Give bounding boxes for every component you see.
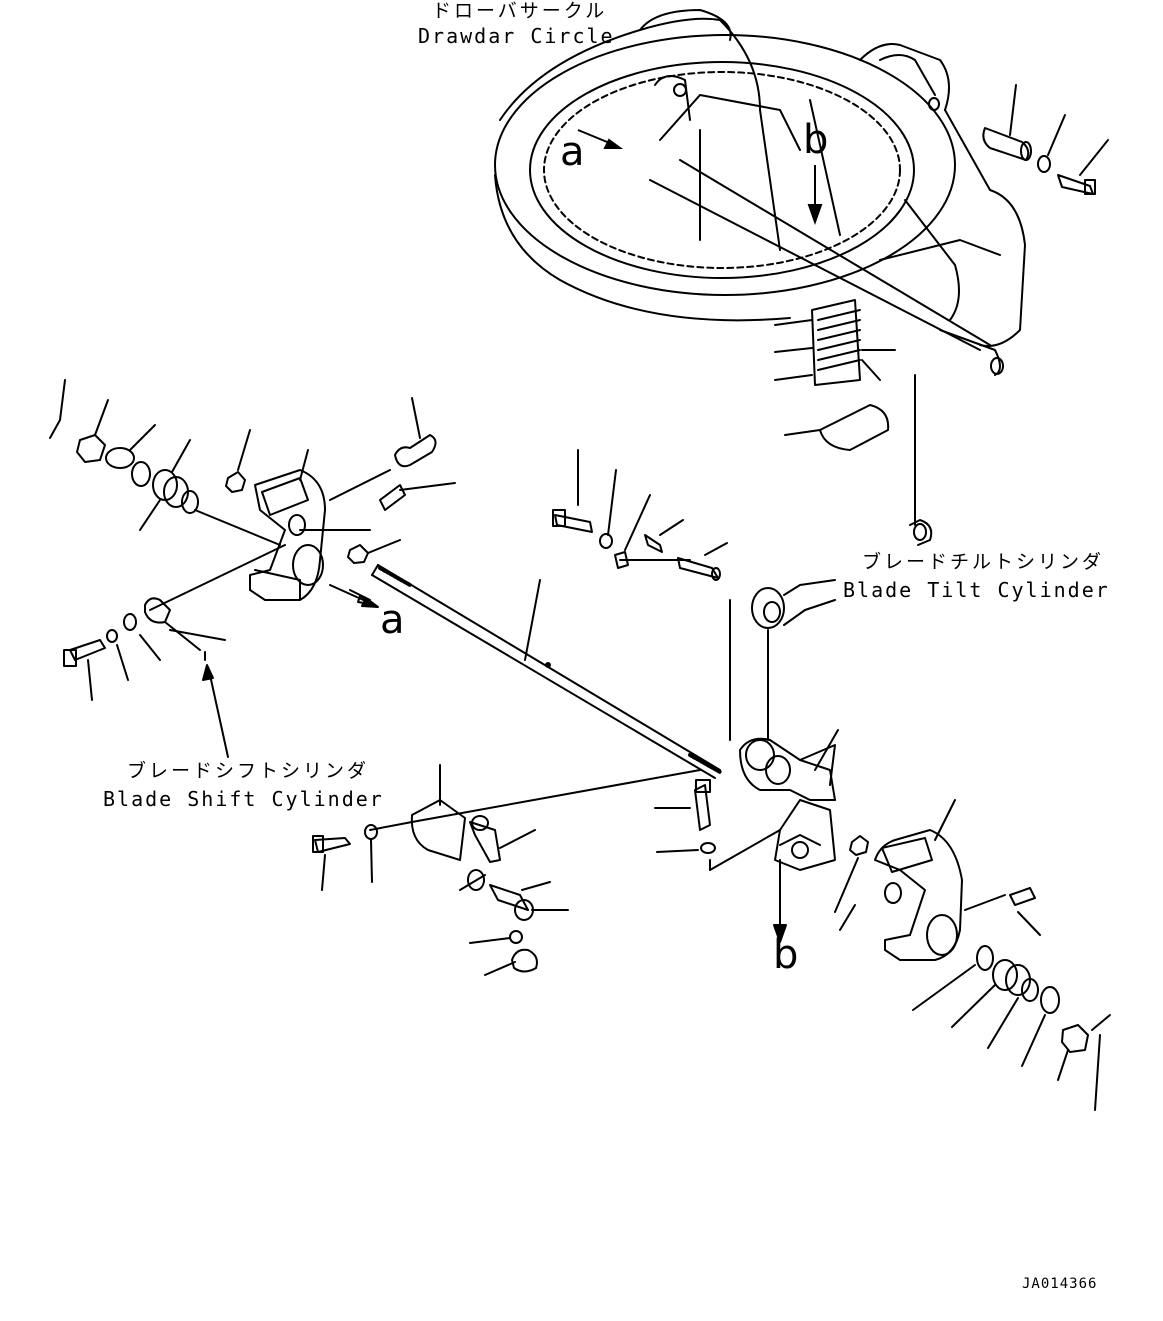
left-cylinder-mount	[63, 544, 286, 758]
reference-mark-b-bottom: b	[773, 932, 799, 978]
tilt-cylinder-end	[729, 374, 933, 741]
blade-shift-cylinder-label-en: Blade Shift Cylinder	[103, 787, 384, 811]
lower-left-parts	[312, 764, 701, 976]
blade-shift-cylinder-label-jp: ブレードシフトシリンダ	[127, 760, 370, 782]
left-bracket	[249, 397, 456, 606]
shim-stack	[774, 299, 896, 451]
shift-rod	[371, 564, 722, 779]
blade-tilt-cylinder-label-jp: ブレードチルトシリンダ	[862, 551, 1105, 573]
left-hardware	[49, 379, 281, 546]
drawbar-circle-label-jp: ドローバサークル	[432, 0, 608, 22]
reference-mark-a-top: a	[560, 129, 585, 175]
drawbar-circle-label-en: Drawdar Circle	[418, 24, 615, 48]
center-bolts	[552, 449, 728, 581]
center-clamp	[654, 729, 869, 943]
blade-tilt-cylinder-label-en: Blade Tilt Cylinder	[843, 578, 1110, 602]
reference-mark-b-top: b	[803, 117, 829, 163]
reference-mark-a-middle: a	[380, 597, 405, 643]
drawbar-circle	[494, 9, 1026, 376]
right-bracket	[874, 799, 1111, 1111]
drawing-code: JA014366	[1022, 1276, 1098, 1292]
arrow-a-left	[329, 584, 379, 608]
top-right-hardware	[982, 84, 1109, 195]
